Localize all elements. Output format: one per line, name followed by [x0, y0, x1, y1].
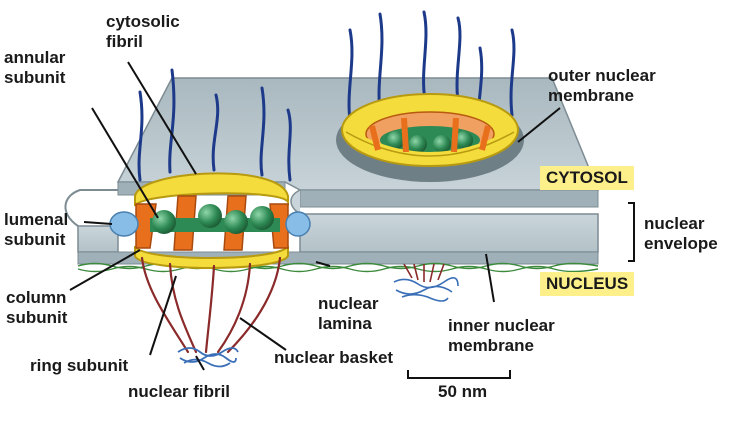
- label-lumenal-subunit: lumenal subunit: [4, 210, 69, 249]
- region-nucleus: NUCLEUS: [540, 272, 635, 296]
- label-nuclear-lamina: nuclear lamina: [318, 294, 379, 333]
- nuclear-pore-complex-cutaway: [109, 172, 311, 269]
- nuclear-basket-right: [403, 263, 445, 283]
- label-nuclear-envelope: nuclear envelope: [644, 214, 718, 253]
- label-column-subunit: column subunit: [6, 288, 68, 327]
- nuclear-fibril: [177, 347, 239, 368]
- nuclear-basket: [140, 256, 282, 354]
- label-nuclear-basket: nuclear basket: [274, 348, 394, 367]
- region-cytosol: CYTOSOL: [540, 166, 634, 190]
- inner-nuclear-membrane: [64, 189, 599, 265]
- nuclear-pore-complex-top-view: [336, 93, 524, 182]
- cytosolic-fibrils-left: [137, 68, 292, 182]
- label-inner-nuclear-membrane: inner nuclear membrane: [448, 316, 555, 355]
- label-ring-subunit: ring subunit: [30, 356, 129, 375]
- nuclear-fibril-right: [393, 277, 459, 302]
- scale-bar-label: 50 nm: [438, 382, 488, 401]
- label-cytosolic-fibril: cytosolic fibril: [106, 12, 180, 51]
- label-outer-nuclear-membrane: outer nuclear membrane: [548, 66, 656, 105]
- label-annular-subunit: annular subunit: [4, 48, 66, 87]
- label-nuclear-fibril: nuclear fibril: [128, 382, 231, 401]
- leader-lines: [69, 61, 635, 379]
